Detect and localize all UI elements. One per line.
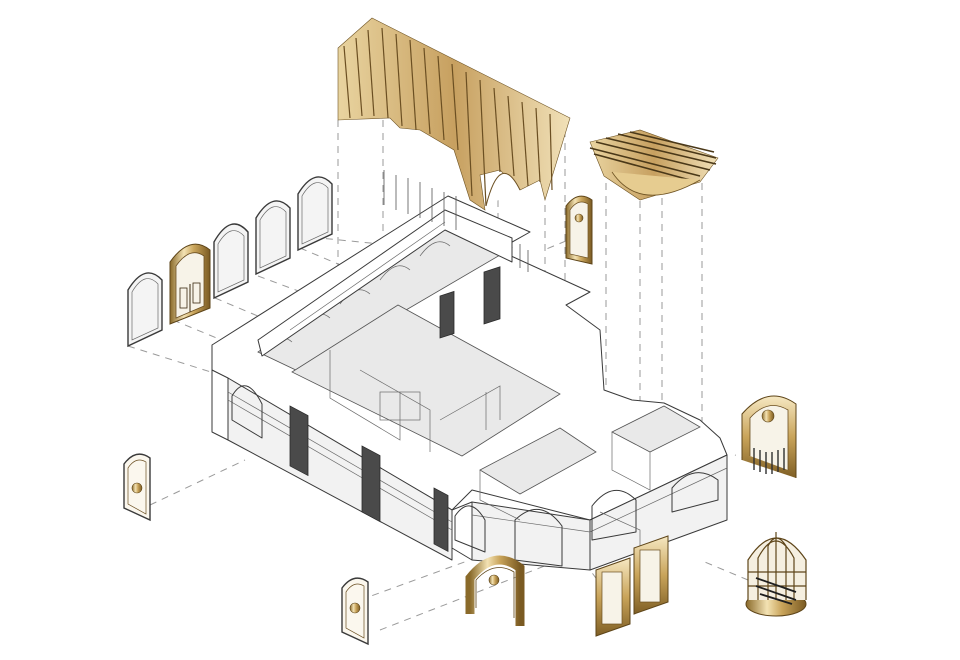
arched-window-row (127, 176, 333, 348)
gold-portal-box-2 (633, 535, 669, 615)
arched-window (127, 272, 163, 348)
standalone-arched-door-left (123, 453, 151, 522)
arched-window-gold-door (169, 243, 211, 325)
standalone-arched-door-top (565, 195, 593, 265)
gold-portal-right (741, 395, 797, 478)
arched-window (255, 200, 291, 276)
ceiling-fins-small (589, 129, 719, 201)
standalone-arched-door-bottom (341, 577, 369, 646)
arched-window (297, 176, 333, 252)
birdcage-pavilion (745, 532, 807, 617)
gold-portal-frames (465, 395, 797, 637)
building-shell (211, 195, 728, 571)
ceiling-fins-canopy (337, 17, 571, 272)
arched-window (213, 223, 249, 300)
gold-portal-front (465, 555, 525, 626)
gold-portal-box-1 (595, 557, 631, 637)
